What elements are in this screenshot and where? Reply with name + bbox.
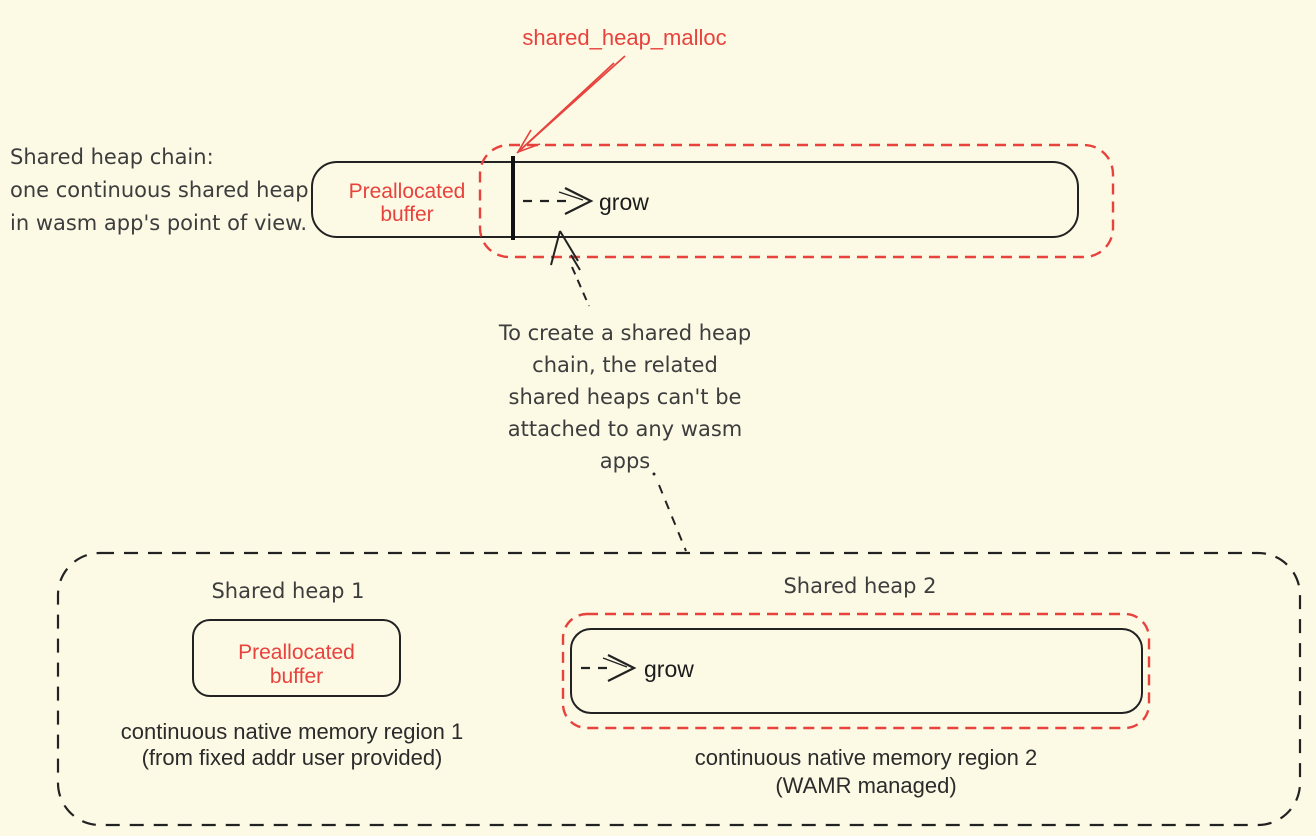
heap2-caption-line: (WAMR managed) [775,773,957,798]
heap1-title: Shared heap 1 [211,579,365,603]
preallocated-buffer-line: buffer [380,203,434,226]
heap-chain-note-line: Shared heap chain: [10,145,214,169]
heap2-rect [570,628,1143,714]
chain-constraint-note-line: chain, the related [532,353,718,377]
shared-heap-malloc-label: shared_heap_malloc [522,25,727,50]
heap-chain-note: Shared heap chain: one continuous shared… [10,141,309,240]
heap-chain-rect [311,161,1079,238]
heap1-rect [192,619,401,697]
malloc-arrow [516,55,626,154]
heap2-caption: continuous native memory region 2 (WAMR … [666,744,1066,800]
preallocated-buffer-label-top: Preallocated buffer [332,180,482,226]
grow-arrow-bottom [581,654,637,682]
heap-chain-note-line: one continuous shared heap [10,178,309,202]
chain-constraint-note-line: To create a shared heap [498,321,752,345]
native-regions-dashed-box [56,551,1302,827]
heap1-caption-line: continuous native memory region 1 [120,719,464,744]
grow-label-bottom: grow [644,656,694,682]
connector-dashed-line-1 [571,266,590,307]
heap1-caption-line: (from fixed addr user provided) [141,745,443,770]
chain-constraint-note-line: apps [599,449,651,473]
grow-label-top: grow [599,189,649,215]
connector-dashed-line-2 [652,472,687,552]
heap1-caption: continuous native memory region 1 (from … [92,719,492,771]
preallocated-buffer-line: buffer [269,665,324,688]
preallocated-buffer-label-bottom: Preallocated buffer [197,641,396,689]
chain-constraint-note-line: attached to any wasm [507,417,743,441]
preallocated-buffer-line: Preallocated [238,641,355,664]
preallocated-buffer-line: Preallocated [348,180,466,203]
heap2-caption-line: continuous native memory region 2 [694,745,1038,770]
chain-constraint-note: To create a shared heap chain, the relat… [465,317,785,477]
grow-arrow-top [523,187,594,215]
heap2-title: Shared heap 2 [783,574,937,598]
heap-chain-note-line: in wasm app's point of view. [10,211,308,235]
pointer-arrow [550,230,581,271]
heap2-dashed-outline [561,612,1151,730]
chain-constraint-note-line: shared heaps can't be [508,385,742,409]
